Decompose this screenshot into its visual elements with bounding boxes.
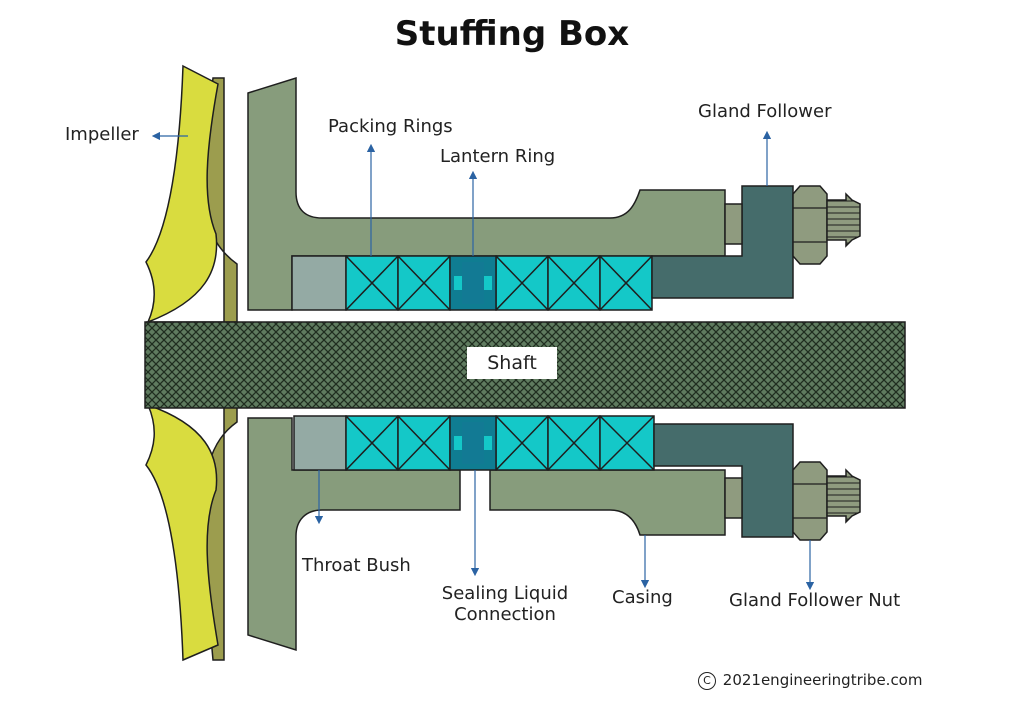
impeller-front-lower	[145, 403, 219, 662]
label-throat-bush: Throat Bush	[302, 555, 411, 576]
label-casing: Casing	[612, 587, 673, 608]
label-impeller: Impeller	[65, 124, 139, 145]
throat-bush-lower	[293, 415, 347, 471]
lantern-ring-upper	[449, 255, 497, 311]
gland-follower-nut-upper	[792, 185, 861, 265]
label-shaft: Shaft	[467, 347, 557, 379]
gland-follower-nut-lower	[792, 461, 861, 541]
label-sealing-liquid-connection: Sealing Liquid Connection	[420, 583, 590, 625]
gland-follower-upper	[651, 185, 794, 299]
label-sealing-liquid-line1: Sealing Liquid	[441, 583, 569, 604]
label-sealing-liquid-line2: Connection	[454, 604, 556, 625]
page-title: Stuffing Box	[394, 14, 630, 54]
label-gland-follower: Gland Follower	[698, 101, 832, 122]
label-packing-rings: Packing Rings	[328, 116, 453, 137]
stud-upper	[724, 203, 743, 245]
copyright: C 2021engineeringtribe.com	[698, 671, 922, 690]
throat-bush-upper	[291, 255, 347, 311]
copyright-text: 2021engineeringtribe.com	[722, 671, 923, 689]
packing-rings-lower	[345, 415, 655, 471]
packing-rings-upper	[345, 255, 653, 311]
casing-lower-right	[489, 469, 726, 536]
lantern-ring-lower	[449, 415, 497, 471]
gland-follower-lower	[653, 423, 794, 538]
stud-lower	[724, 477, 743, 519]
label-gland-follower-nut: Gland Follower Nut	[729, 590, 901, 611]
leader-arrows	[151, 130, 815, 591]
label-lantern-ring: Lantern Ring	[440, 146, 556, 167]
copyright-icon: C	[698, 672, 716, 690]
casing-upper	[247, 76, 726, 311]
impeller-front	[145, 64, 219, 324]
